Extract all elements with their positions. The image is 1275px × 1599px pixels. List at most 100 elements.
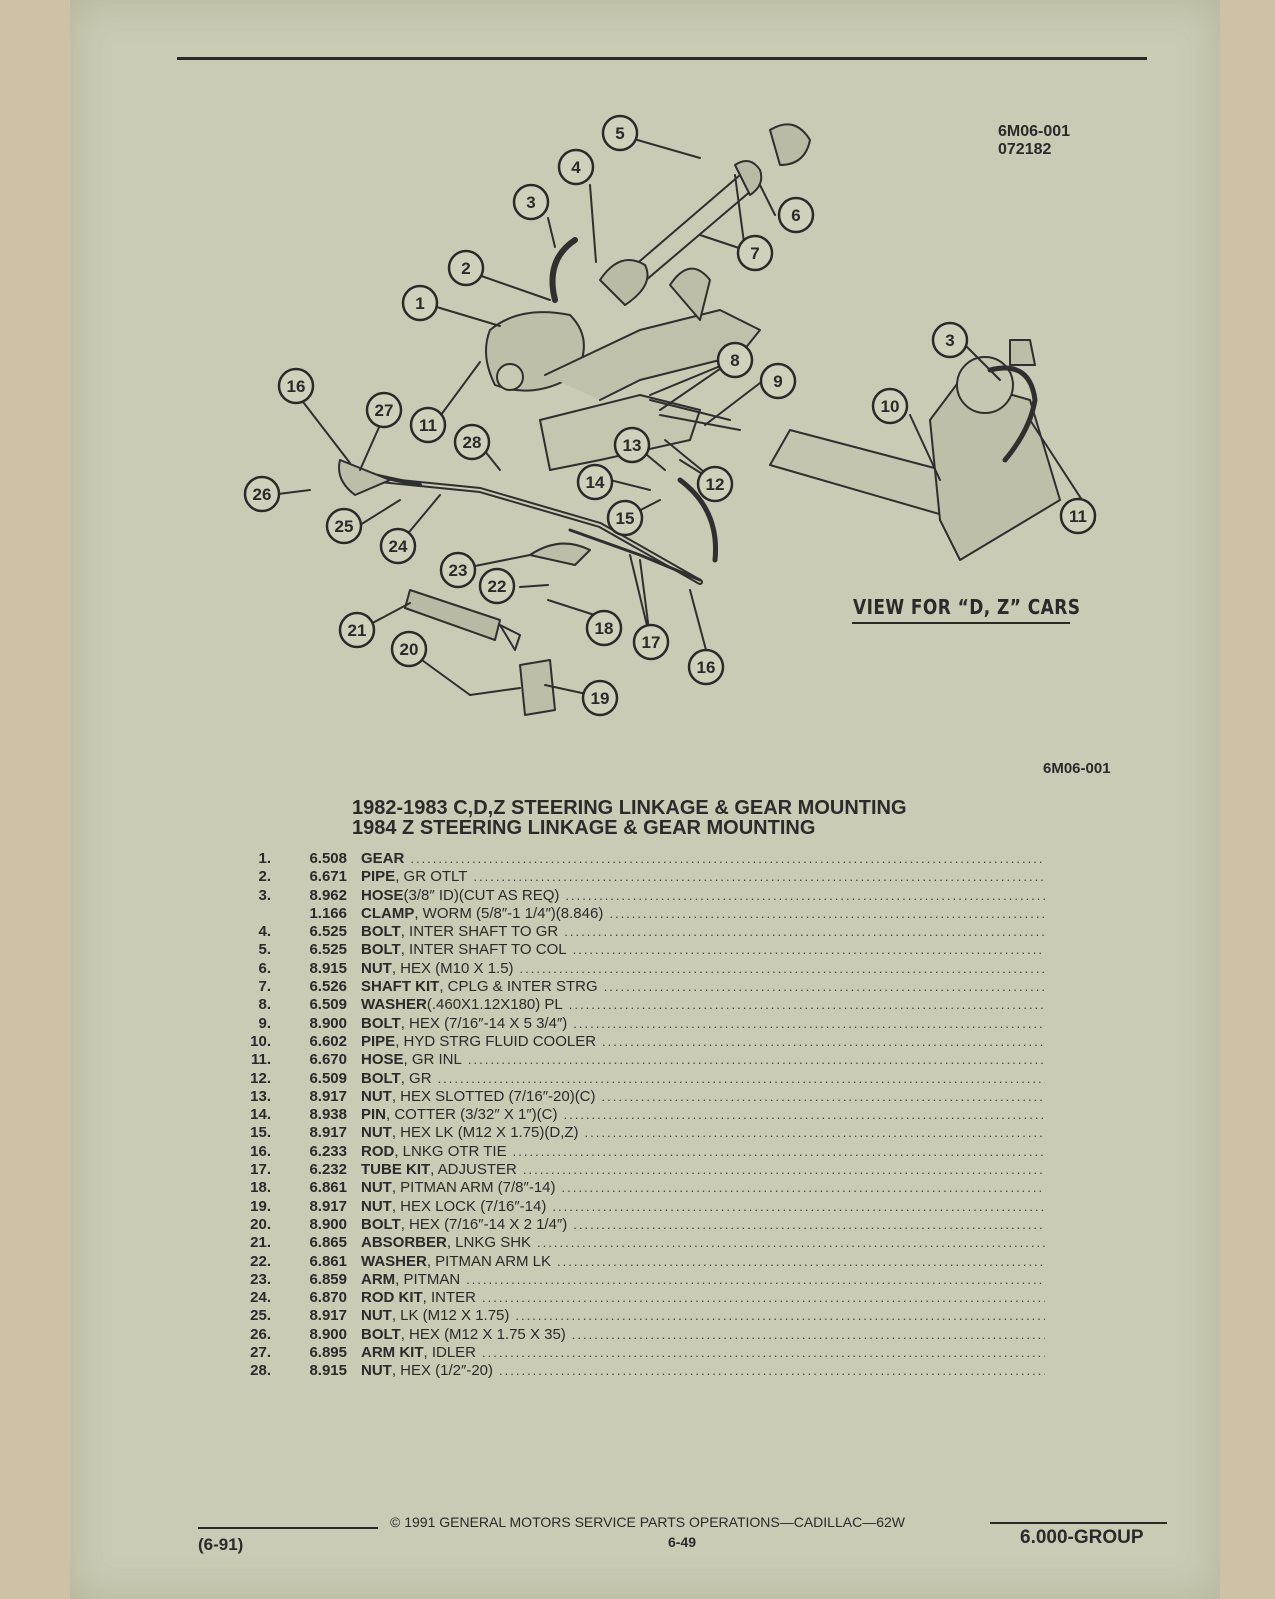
leader-dots [604,978,1045,996]
part-code: 6.509 [309,1069,347,1087]
leader-dots [564,1106,1046,1124]
leader-dots [410,850,1045,868]
part-description: , PITMAN ARM LK [426,1252,552,1270]
callout-number: 5 [615,124,624,143]
part-number: 1. [258,850,271,867]
callout-circle [606,499,644,537]
leader-dots [499,1362,1045,1380]
callout-circle [379,527,417,565]
part-code: 8.900 [309,1215,347,1233]
part-number: 16. [250,1142,271,1160]
leader-dots [537,1234,1045,1252]
part-name: BOLT [361,1325,401,1343]
footer-rule-left [198,1527,378,1529]
leader-dots [520,960,1045,978]
part-number: 15. [250,1124,271,1142]
callout-circle [759,362,797,400]
part-name: CLAMP [361,904,415,922]
part-code: 6.865 [309,1234,347,1252]
leader-dots [557,1253,1045,1271]
leader-dots [468,1051,1045,1069]
part-number: 11. [250,1051,271,1069]
view-label: VIEW FOR “D, Z” CARS [853,595,1081,619]
callout-number: 28 [463,433,482,452]
callout: 15 [606,499,644,537]
part-description: , PITMAN ARM (7/8″-14) [391,1179,556,1197]
part-name: BOLT [361,1215,401,1233]
leader-dots [523,1161,1045,1179]
part-name: NUT [361,1197,392,1215]
part-name: NUT [361,1307,392,1325]
callout-circle [736,234,774,272]
top-rule [177,57,1147,60]
leader-dots [473,868,1045,886]
part-name: NUT [361,1179,392,1197]
part-number: 26. [250,1325,271,1343]
callout: 28 [453,423,491,461]
part-name: ROD [361,1142,395,1160]
part-number: 28. [250,1362,271,1380]
part-code: 6.859 [309,1270,347,1288]
part-description: , HYD STRG FLUID COOLER [395,1032,597,1050]
callout-circle [409,406,447,444]
part-code: 6.861 [309,1179,347,1197]
part-number: 10. [250,1032,271,1050]
callout: 19 [581,679,619,717]
part-name: NUT [361,1362,392,1380]
callout: 11 [1059,497,1097,535]
callout-circle [439,551,477,589]
part-code: 8.900 [309,1014,347,1032]
callout-circle [243,475,281,513]
leader-dots [602,1033,1045,1051]
callout-circle [390,630,428,668]
leader-dots [564,923,1045,941]
part-description: , PITMAN [395,1270,461,1288]
callout-number: 19 [591,689,610,708]
callout-number: 1 [415,294,424,313]
footer-date-code: (6-91) [198,1535,244,1554]
part-number: 21. [250,1234,271,1252]
group-code: 6.000-GROUP [1020,1527,1144,1548]
callout-number: 23 [449,561,468,580]
callout-circle [365,391,403,429]
callout-number: 13 [623,436,642,455]
callout-circle [512,183,550,221]
view-label-underline [852,622,1070,624]
callout-circle [613,426,651,464]
part-description: , ADJUSTER [430,1161,517,1179]
callout: 13 [613,426,651,464]
callout-circle [576,463,614,501]
part-name: BOLT [361,923,401,941]
part-name: PIN [361,1106,387,1124]
part-number: 19. [250,1197,271,1215]
leader-dots [573,941,1045,959]
part-description: , IDLER [423,1344,477,1362]
part-code: 6.602 [309,1032,347,1050]
leader-dots [573,1216,1045,1234]
callout-circle [601,114,639,152]
part-number: 2. [258,868,271,886]
part-name: TUBE KIT [361,1161,431,1179]
part-number: 23. [250,1270,271,1288]
part-number: 9. [258,1014,271,1032]
leader-dots [562,1179,1045,1197]
callout-circle [557,148,595,186]
page-title: 1982-1983 C,D,Z STEERING LINKAGE & GEAR … [352,798,907,838]
diagram-code-block: 6M06-001 072182 [998,123,1070,159]
part-description: , HEX LOCK (7/16″-14) [391,1197,547,1215]
part-name: BOLT [361,1069,401,1087]
part-description: , HEX (7/16″-14 X 2 1/4″) [400,1215,568,1233]
